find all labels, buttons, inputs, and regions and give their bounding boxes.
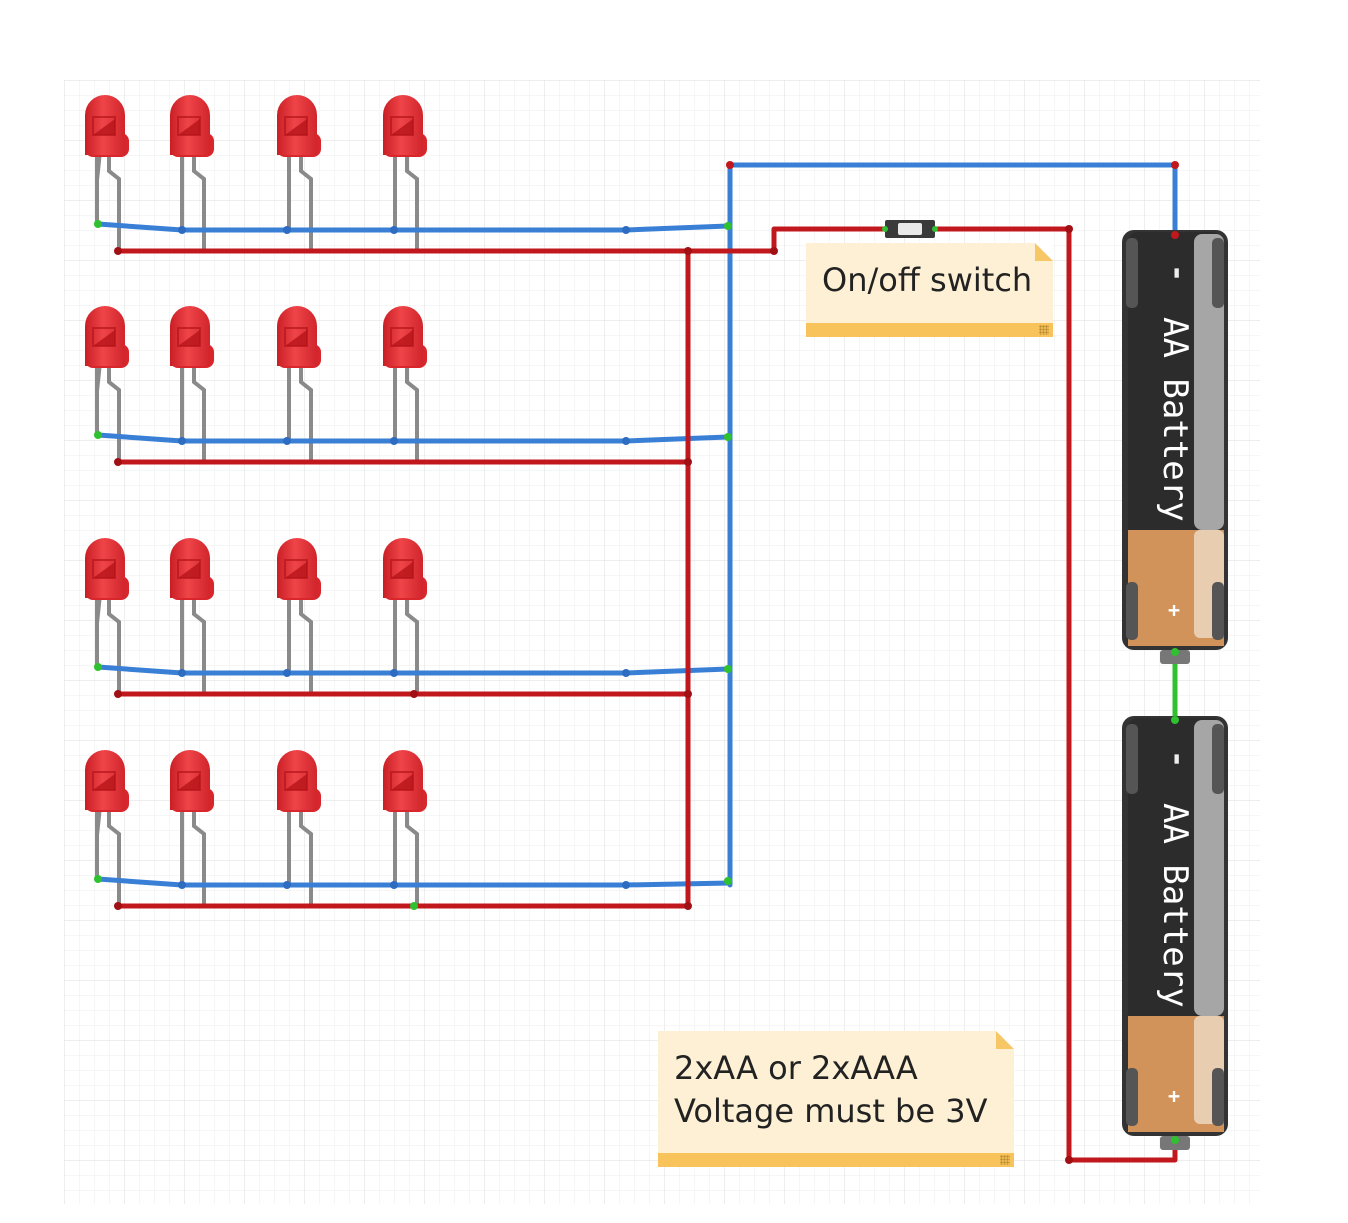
led-r3-c3[interactable] <box>277 538 321 694</box>
on-off-switch[interactable] <box>882 220 938 238</box>
led-r4-c1[interactable] <box>85 750 129 906</box>
led-r4-c3[interactable] <box>277 750 321 906</box>
led-r1-c1[interactable] <box>85 95 129 251</box>
negative-wire-row-4[interactable] <box>95 876 733 888</box>
negative-wire-row-1[interactable] <box>95 221 731 233</box>
led-r4-c2[interactable] <box>170 750 214 906</box>
led-array <box>85 95 427 906</box>
negative-trunk-wire[interactable] <box>727 162 1178 888</box>
battery-1-minus: - <box>1160 264 1195 282</box>
aa-battery-2[interactable]: - AA Battery + <box>1122 716 1228 1150</box>
led-r4-c4[interactable] <box>383 750 427 906</box>
wiring <box>94 161 1179 1164</box>
led-r1-c2[interactable] <box>170 95 214 251</box>
led-r2-c4[interactable] <box>383 306 427 462</box>
led-r1-c3[interactable] <box>277 95 321 251</box>
led-r2-c3[interactable] <box>277 306 321 462</box>
switch-note: On/off switch <box>806 243 1053 337</box>
led-r2-c1[interactable] <box>85 306 129 462</box>
positive-wire-row-1[interactable] <box>115 226 896 254</box>
battery-2-label: AA Battery <box>1155 803 1195 1008</box>
led-r3-c2[interactable] <box>170 538 214 694</box>
led-r2-c2[interactable] <box>170 306 214 462</box>
led-r3-c4[interactable] <box>383 538 427 694</box>
led-r1-c4[interactable] <box>383 95 427 251</box>
negative-wire-row-3[interactable] <box>95 664 731 676</box>
negative-wire-row-2[interactable] <box>95 432 731 444</box>
switch-note-text: On/off switch <box>822 261 1033 299</box>
battery-2-plus: + <box>1168 1084 1180 1108</box>
battery-note-line-1: 2xAA or 2xAAA <box>674 1049 918 1087</box>
grid-background-major <box>64 80 1260 1204</box>
battery-1-plus: + <box>1168 598 1180 622</box>
led-r3-c1[interactable] <box>85 538 129 694</box>
battery-note-line-2: Voltage must be 3V <box>674 1092 988 1130</box>
battery-1-label: AA Battery <box>1155 317 1195 522</box>
battery-2-minus: - <box>1160 750 1195 768</box>
battery-note: 2xAA or 2xAAA Voltage must be 3V <box>658 1031 1014 1167</box>
aa-battery-1[interactable]: - AA Battery + <box>1122 230 1228 664</box>
